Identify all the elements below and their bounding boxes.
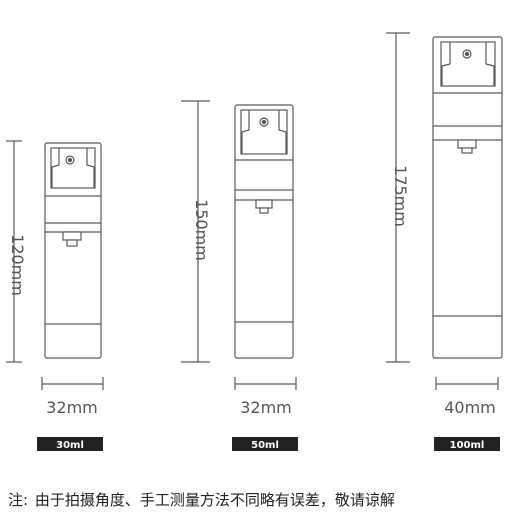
volume-badge-100ml: [434, 437, 500, 451]
width-dimension-50ml: [234, 377, 297, 390]
note-prefix: 注:: [8, 491, 29, 509]
height-dimension-50ml: [181, 100, 210, 363]
volume-label-30ml: 30ml: [56, 440, 84, 451]
note-text: 由于拍摄角度、手工测量方法不同略有误差，敬请谅解: [34, 491, 395, 509]
bottle-30ml-group: 120mm 32mm 30ml: [6, 140, 104, 451]
height-label-30ml: 120mm: [8, 234, 27, 296]
volume-badge-30ml: [37, 437, 103, 451]
bottle-30ml: [44, 142, 102, 359]
volume-label-50ml: 50ml: [251, 440, 279, 451]
width-label-100ml: 40mm: [444, 398, 496, 417]
bottle-50ml-group: 150mm 32mm 50ml: [181, 100, 298, 451]
height-dimension-100ml: [386, 32, 410, 363]
width-dimension-100ml: [435, 377, 499, 390]
measurement-disclaimer: 注: 由于拍摄角度、手工测量方法不同略有误差，敬请谅解: [8, 488, 512, 512]
bottle-50ml: [234, 104, 294, 359]
bottle-100ml-group: 175mm 40mm 100ml: [386, 32, 503, 451]
width-label-50ml: 32mm: [240, 398, 292, 417]
height-label-100ml: 175mm: [391, 165, 410, 227]
height-dimension-30ml: [6, 140, 22, 363]
width-dimension-30ml: [41, 377, 104, 390]
width-label-30ml: 32mm: [46, 398, 98, 417]
bottle-100ml: [432, 36, 503, 359]
volume-badge-50ml: [232, 437, 298, 451]
height-label-50ml: 150mm: [192, 199, 211, 261]
volume-label-100ml: 100ml: [450, 440, 485, 451]
